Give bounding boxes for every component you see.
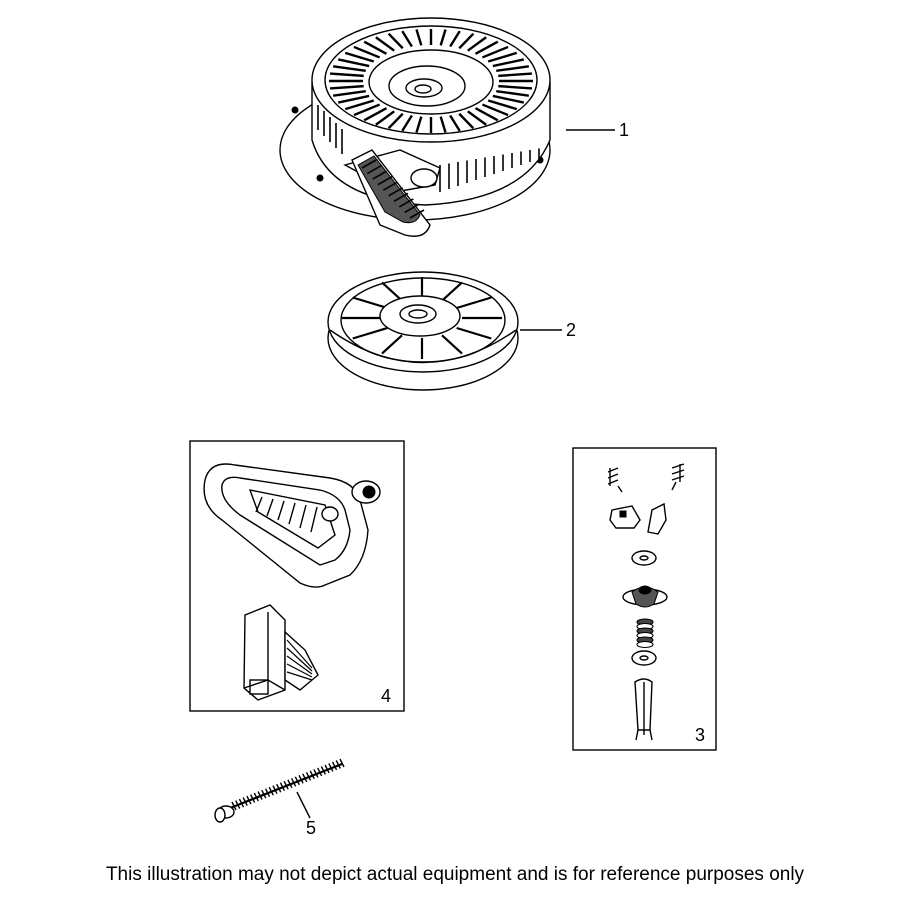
handle-kit-box: [189, 440, 405, 712]
callout-2: 2: [566, 320, 577, 340]
starter-rope-illustration: [214, 758, 345, 823]
starter-housing-illustration: [279, 17, 615, 237]
pawl-kit-box: [572, 447, 717, 751]
disclaimer-text: This illustration may not depict actual …: [105, 864, 805, 885]
pulley-illustration: [327, 271, 562, 391]
callout-4: 4: [381, 686, 392, 706]
callout-1: 1: [619, 120, 630, 140]
callout-5: 5: [306, 818, 317, 838]
callout-3: 3: [695, 725, 706, 745]
